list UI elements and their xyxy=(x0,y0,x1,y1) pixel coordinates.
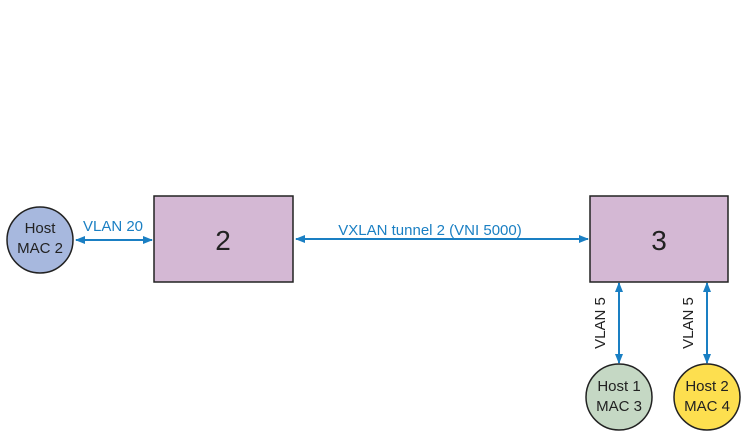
switch-left-label: 2 xyxy=(215,225,231,256)
switch-left-box xyxy=(153,195,294,283)
host2-mac4-line2: MAC 4 xyxy=(684,398,730,415)
host2-mac4-line1: Host 2 xyxy=(685,378,728,395)
host1-mac3-line2: MAC 3 xyxy=(596,398,642,415)
host-mac2-line2: MAC 2 xyxy=(17,240,63,257)
host2-mac4-circle xyxy=(673,363,741,431)
switch-right-label: 3 xyxy=(651,225,667,256)
host1-mac3-circle xyxy=(585,363,653,431)
link-label-vlan20: VLAN 20 xyxy=(83,218,143,235)
host-mac2-line1: Host xyxy=(25,220,57,237)
host-mac2-circle xyxy=(6,206,74,274)
host1-mac3-line1: Host 1 xyxy=(597,378,640,395)
switch-right-box xyxy=(589,195,729,283)
link-label-vlan5-host2: VLAN 5 xyxy=(680,297,697,349)
link-label-vxlan-tunnel: VXLAN tunnel 2 (VNI 5000) xyxy=(338,222,521,239)
link-label-vlan5-host1: VLAN 5 xyxy=(592,297,609,349)
